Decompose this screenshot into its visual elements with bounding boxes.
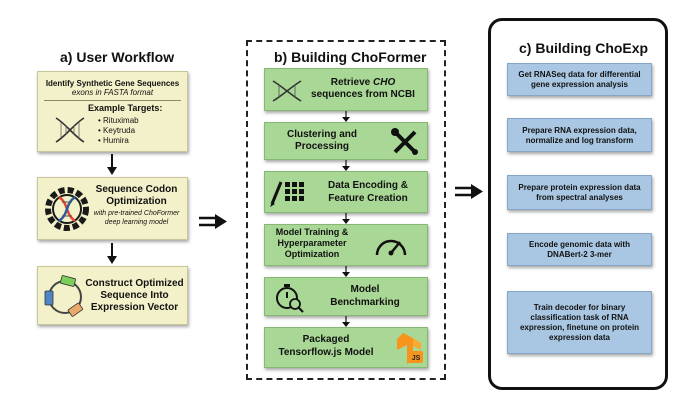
arrow-a-to-b (199, 214, 227, 229)
step2-line1: Prepare RNA expression data, (522, 126, 637, 135)
step2-line2: normalize and log transform (525, 136, 634, 145)
speedometer-icon (375, 239, 407, 256)
encoding-line1: Data Encoding & (327, 180, 408, 191)
step3-line1: Prepare protein expression data (518, 183, 641, 192)
arrow-b4-b5 (342, 266, 350, 277)
model-training-box: Model Training & Hyperparameter Optimiza… (264, 224, 428, 266)
benchmark-line2: Benchmarking (330, 297, 400, 308)
box1-divider (44, 100, 181, 101)
gear-dna-icon (45, 187, 89, 231)
retrieve-cho-box: Retrieve CHO sequences from NCBI (264, 68, 428, 111)
clustering-line2: Processing (295, 141, 349, 152)
clustering-line1: Clustering and (286, 129, 357, 140)
encoding-line2: Feature Creation (328, 193, 408, 204)
training-line3: Optimization (284, 249, 340, 259)
choexp-step-1: Get RNASeq data for differential gene ex… (507, 63, 652, 96)
step5-line2: classification task of RNA (530, 313, 629, 322)
target-item-2: • Keytruda (98, 126, 136, 135)
identify-sequences-box: Identify Synthetic Gene Sequences exons … (37, 71, 188, 152)
tf-js-label: JS (412, 355, 421, 362)
data-encoding-box: Data Encoding & Feature Creation (264, 171, 428, 213)
arrow-b2-b3 (342, 160, 350, 171)
targets-label: Example Targets: (88, 103, 163, 113)
training-line2: Hyperparameter (277, 238, 347, 248)
clustering-box: Clustering and Processing (264, 122, 428, 160)
training-line1: Model Training & (275, 227, 349, 237)
benchmarking-box: Model Benchmarking (264, 277, 428, 316)
step5-line3: expression, finetune on protein (519, 323, 640, 332)
arrow-b3-b4 (342, 213, 350, 224)
codon-title-line1: Sequence Codon (95, 184, 178, 195)
choexp-step-2: Prepare RNA expression data, normalize a… (507, 118, 652, 152)
codon-sub-line1: with pre-trained ChoFormer (93, 210, 180, 217)
identify-heading: Identify Synthetic Gene Sequences (45, 79, 180, 88)
choexp-frame (488, 18, 668, 390)
identify-subheading: exons in FASTA format (71, 88, 154, 97)
arrow-a2-a3 (107, 243, 117, 264)
expression-vector-box: Construct Optimized Sequence Into Expres… (37, 266, 188, 325)
benchmark-line1: Model (350, 284, 380, 295)
codon-sub-line2: deep learning model (104, 219, 169, 226)
step4-line1: Encode genomic data with (529, 240, 630, 249)
section-b-title: b) Building ChoFormer (274, 49, 427, 65)
vector-line3: Expression Vector (90, 302, 179, 313)
arrow-a1-a2 (107, 154, 117, 175)
step1-line2: gene expression analysis (531, 80, 628, 89)
choexp-step-3: Prepare protein expression data from spe… (507, 175, 652, 210)
plasmid-vector-icon (44, 275, 84, 317)
step4-line2: DNABert-2 3-mer (547, 250, 612, 259)
vector-line2: Sequence Into (100, 290, 169, 301)
tensorflow-js-logo-icon: JS (397, 333, 423, 364)
section-c-title: c) Building ChoExp (519, 40, 649, 56)
step3-line2: from spectral analyses (536, 193, 623, 202)
arrow-b5-b6 (342, 316, 350, 327)
vector-line1: Construct Optimized (85, 278, 184, 289)
packaged-line1: Packaged (302, 334, 350, 345)
step5-line1: Train decoder for binary (533, 303, 626, 312)
stopwatch-search-icon (276, 284, 304, 313)
choexp-step-4: Encode genomic data with DNABert-2 3-mer (507, 233, 652, 266)
codon-title-line2: Optimization (106, 196, 167, 207)
pencil-grid-icon (270, 181, 304, 207)
step5-line4: expression data (549, 333, 610, 342)
packaged-line2: Tensorflow.js Model (278, 347, 374, 358)
target-item-1: • Rituximab (98, 116, 139, 125)
choformer-dashed-frame (246, 40, 446, 380)
packaged-model-box: Packaged Tensorflow.js Model JS (264, 327, 428, 368)
step1-line1: Get RNASeq data for differential (518, 70, 641, 79)
retrieve-line1: Retrieve CHO (330, 77, 396, 88)
arrow-b-to-c (455, 184, 483, 199)
arrow-b1-b2 (342, 111, 350, 122)
section-a-title: a) User Workflow (60, 49, 175, 65)
choexp-step-5: Train decoder for binary classification … (507, 291, 652, 354)
retrieve-line2: sequences from NCBI (311, 89, 415, 100)
dna-helix-icon (272, 80, 302, 102)
codon-optimization-box: Sequence Codon Optimization with pre-tra… (37, 177, 188, 240)
target-item-3: • Humira (98, 136, 129, 145)
dna-helix-icon (55, 117, 85, 143)
wrench-screwdriver-icon (391, 128, 418, 155)
